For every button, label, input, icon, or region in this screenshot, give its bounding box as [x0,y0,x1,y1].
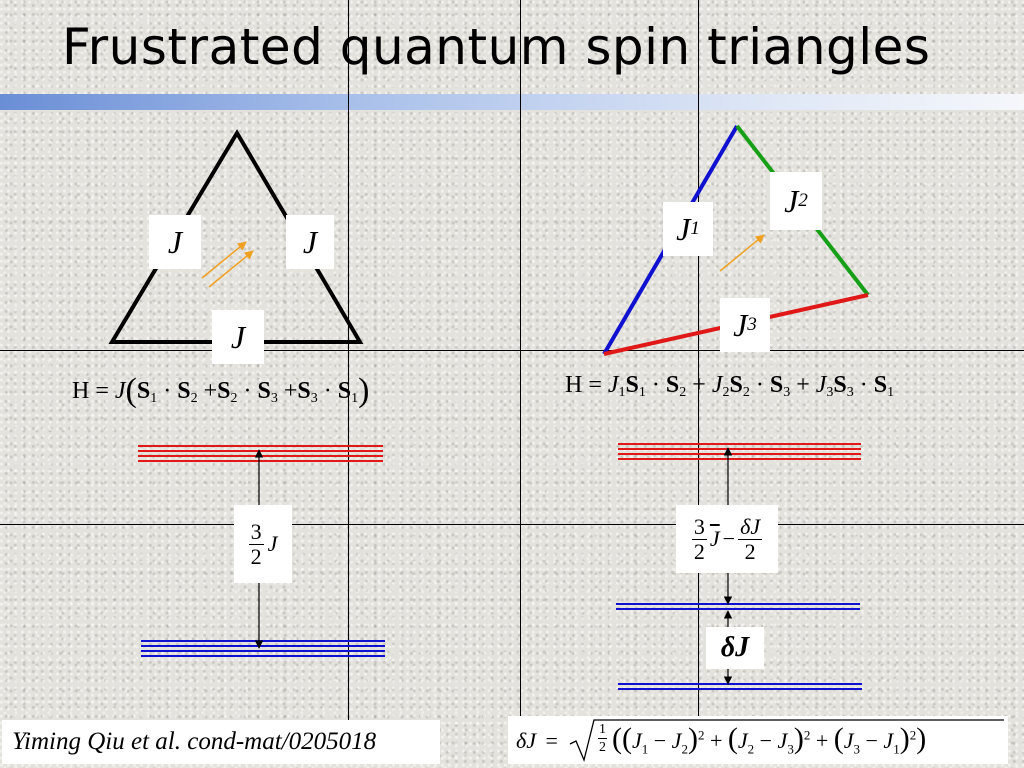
right-red-levels [618,443,861,460]
slide-title: Frustrated quantum spin triangles [62,18,931,76]
left-gap-fraction: 3 2 [248,518,264,569]
left-gap-label: 3 2 J [234,505,292,583]
right-gap-label: 3 2 J − δJ 2 [676,505,778,573]
left-bond-label-left: J [149,215,201,269]
grid-vline-right [698,0,699,720]
left-red-levels [138,445,383,462]
right-spin-arrow [719,234,765,272]
half-fraction: 1 2 [598,722,607,755]
grid-hline-top [0,350,1024,351]
left-spin-arrows [201,241,254,288]
left-blue-levels [141,640,385,657]
title-accent-bar [0,94,1024,110]
right-delta-fraction: δJ 2 [738,513,763,564]
deltaJ-formula: δJ = 1 2 ((J1 − J2)2 + (J2 − J3)2 + (J3 … [508,716,1008,764]
right-blue-levels-lower [618,683,862,690]
right-hamiltonian: H = J1S1 · S2 + J2S2 · S3 + J3S3 · S1 [565,372,895,400]
left-bond-label-right: J [286,215,334,269]
grid-hline-bottom [0,524,1024,525]
left-bond-label-bottom: J [212,310,264,364]
citation: Yiming Qiu et al. cond-mat/0205018 [2,720,440,764]
sqrt-symbol [569,719,1004,763]
grid-vline-left [348,0,349,720]
right-gap-fraction: 3 2 [691,513,707,564]
right-splitting-label: δJ [706,627,764,669]
grid-vline-center [520,0,521,720]
right-blue-levels-upper [616,603,860,610]
left-hamiltonian: H = J(S1 · S2 +S2 · S3 +S3 · S1) [72,372,370,409]
